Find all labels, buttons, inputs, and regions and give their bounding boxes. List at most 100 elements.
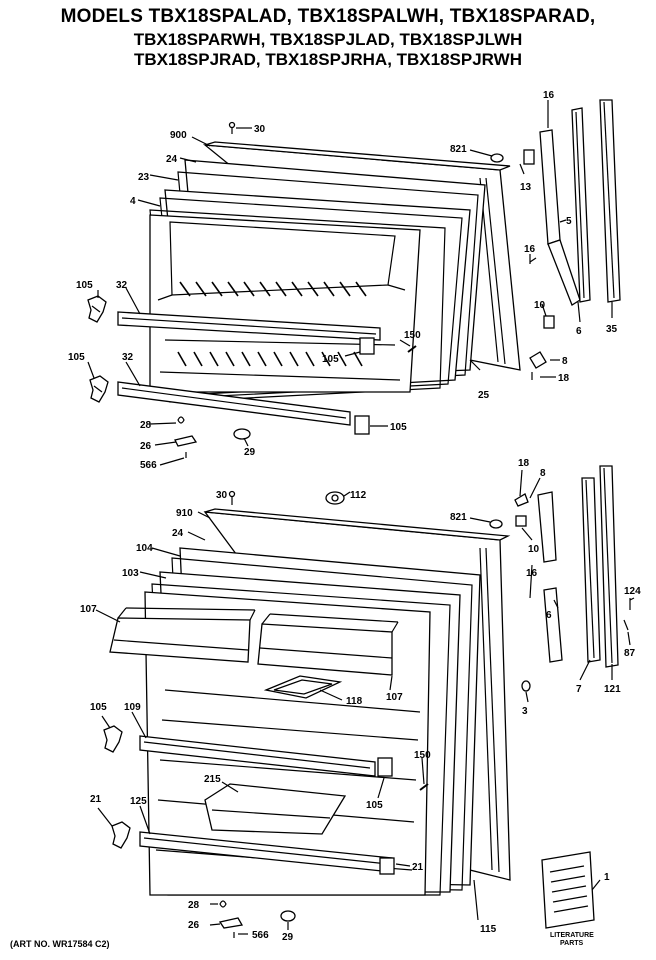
label-18-ff: 18 [518, 458, 530, 469]
label-21-a: 21 [90, 794, 102, 805]
label-35: 35 [606, 324, 618, 335]
label-24-ff: 24 [172, 528, 184, 539]
freezer-hinge-bar-5 [539, 129, 561, 245]
label-109: 109 [124, 702, 141, 713]
label-105-ff-a: 105 [90, 702, 107, 713]
art-number: (ART NO. WR17584 C2) [10, 939, 110, 949]
freezer-retainer-clip-right-lower [354, 415, 370, 435]
label-21-b: 21 [412, 862, 424, 873]
label-118: 118 [346, 696, 363, 707]
fresh-food-retainer-clip-left-lower [111, 821, 131, 849]
label-8-ff: 8 [540, 468, 546, 479]
freezer-bracket-13 [523, 149, 535, 165]
freezer-stop-plate [174, 435, 198, 447]
label-566: 566 [140, 460, 157, 471]
label-28: 28 [140, 420, 152, 431]
label-8: 8 [562, 356, 568, 367]
fresh-food-hinge-bar-6 [543, 587, 563, 663]
label-821: 821 [450, 144, 467, 155]
label-30: 30 [254, 124, 266, 135]
label-29: 29 [244, 447, 256, 458]
label-103: 103 [122, 568, 139, 579]
fresh-food-handle-121 [599, 465, 619, 668]
label-107-b: 107 [386, 692, 403, 703]
freezer-hinge-10 [543, 315, 555, 329]
fresh-food-bin-left [109, 617, 251, 663]
label-124: 124 [624, 586, 641, 597]
label-107-a: 107 [80, 604, 97, 615]
label-1: 1 [604, 872, 610, 883]
diagram-title-line-3: TBX18SPJRAD, TBX18SPJRHA, TBX18SPJRWH [134, 50, 522, 69]
label-3: 3 [522, 706, 528, 717]
label-10-ff: 10 [528, 544, 540, 555]
literature-booklet-icon [541, 851, 595, 929]
freezer-part-labels: 900 30 24 23 4 821 16 13 5 16 10 6 35 8 … [68, 90, 618, 471]
label-121: 121 [604, 684, 621, 695]
label-26: 26 [140, 441, 152, 452]
label-23: 23 [138, 172, 150, 183]
literature-parts-booklet: LITERATURE PARTS [541, 851, 595, 947]
label-115: 115 [480, 924, 497, 935]
freezer-hinge-parts [523, 99, 621, 380]
label-105-a: 105 [76, 280, 93, 291]
fresh-food-hinge-bar-8 [537, 491, 557, 563]
freezer-shelf-lower-ribs [177, 351, 363, 367]
label-150: 150 [404, 330, 421, 341]
label-7: 7 [576, 684, 582, 695]
label-16-top: 16 [543, 90, 555, 101]
label-125: 125 [130, 796, 147, 807]
label-4: 4 [130, 196, 136, 207]
fresh-food-retainer-clip-right-upper [377, 757, 393, 777]
label-6: 6 [576, 326, 582, 337]
freezer-retainer-clip-right-upper [359, 337, 375, 355]
label-29-ff: 29 [282, 932, 294, 943]
label-821-ff: 821 [450, 512, 467, 523]
diagram-title-line-1: MODELS TBX18SPALAD, TBX18SPALWH, TBX18SP… [60, 6, 596, 27]
label-105-b: 105 [68, 352, 85, 363]
label-32-b: 32 [122, 352, 134, 363]
diagram-title-line-2: TBX18SPARWH, TBX18SPJLAD, TBX18SPJLWH [133, 30, 523, 49]
fresh-food-handle-7 [581, 477, 601, 663]
label-105-ff-b: 105 [366, 800, 383, 811]
fresh-food-retainer-clip-right-lower [379, 857, 395, 875]
label-28-ff: 28 [188, 900, 200, 911]
freezer-door-assembly [87, 121, 521, 458]
label-24: 24 [166, 154, 178, 165]
label-87: 87 [624, 648, 636, 659]
label-30-ff: 30 [216, 490, 228, 501]
label-16: 16 [524, 244, 536, 255]
fresh-food-shelf-bar-109 [139, 735, 376, 777]
freezer-plug-button [233, 428, 251, 440]
leader-lines [87, 100, 635, 935]
label-215: 215 [204, 774, 221, 785]
label-112: 112 [350, 490, 367, 501]
label-566-ff: 566 [252, 930, 269, 941]
label-13: 13 [520, 182, 532, 193]
literature-label-line2: PARTS [560, 940, 584, 947]
label-910: 910 [176, 508, 193, 519]
fresh-food-bin-right [257, 623, 393, 676]
freezer-retainer-clip-left-upper [87, 295, 107, 323]
fresh-food-plug-button [280, 910, 296, 922]
label-32-a: 32 [116, 280, 128, 291]
label-150-ff: 150 [414, 750, 431, 761]
freezer-shelf-upper-ribs [179, 281, 367, 297]
literature-label-line1: LITERATURE [550, 932, 594, 939]
freezer-retainer-clip-left-lower [89, 375, 109, 403]
label-16-ff: 16 [526, 568, 538, 579]
freezer-handle-6 [571, 107, 591, 303]
label-105-c: 105 [322, 354, 339, 365]
label-105-d: 105 [390, 422, 407, 433]
label-104: 104 [136, 543, 153, 554]
fresh-food-stop-plate [218, 917, 244, 929]
label-26-ff: 26 [188, 920, 200, 931]
label-10: 10 [534, 300, 546, 311]
fresh-food-part-labels: 18 8 30 112 910 821 24 104 10 103 16 107… [80, 458, 641, 943]
label-6-ff: 6 [546, 610, 552, 621]
fresh-food-tray [263, 675, 343, 699]
label-18: 18 [558, 373, 570, 384]
fresh-food-retainer-clip-left-upper [103, 725, 123, 753]
label-900: 900 [170, 130, 187, 141]
fresh-food-door-assembly [103, 490, 511, 938]
